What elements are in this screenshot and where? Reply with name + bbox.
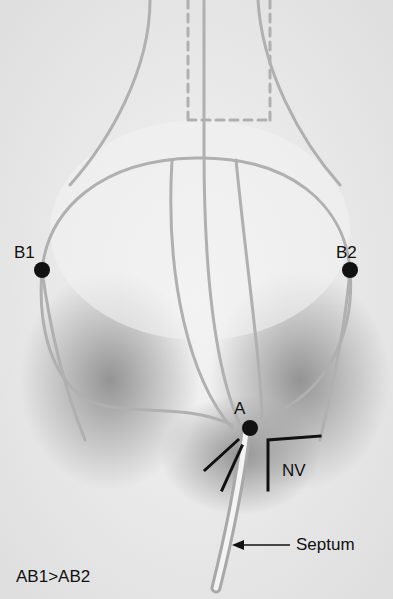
columella-line: [236, 160, 262, 425]
tip-lobule-outline: [41, 158, 350, 428]
ala-line: [320, 270, 350, 440]
sidewall-line: [70, 0, 150, 185]
columella-line: [171, 160, 232, 428]
dorsum-dashed: [188, 0, 270, 120]
landmark-dot: [242, 420, 258, 436]
region-label: NV: [282, 462, 306, 479]
landmark-dot: [34, 262, 50, 278]
midline: [204, 0, 240, 425]
arrowhead: [232, 540, 244, 550]
vestibule-bracket: [205, 440, 242, 490]
note: AB1>AB2: [16, 568, 90, 585]
vestibule-bracket: [268, 436, 320, 490]
point-label: A: [234, 400, 245, 417]
ala-line: [42, 270, 85, 440]
part-name: Septum: [296, 536, 355, 553]
point-label: B2: [336, 244, 357, 261]
landmark-dot: [342, 262, 358, 278]
point-label: B1: [14, 244, 35, 261]
